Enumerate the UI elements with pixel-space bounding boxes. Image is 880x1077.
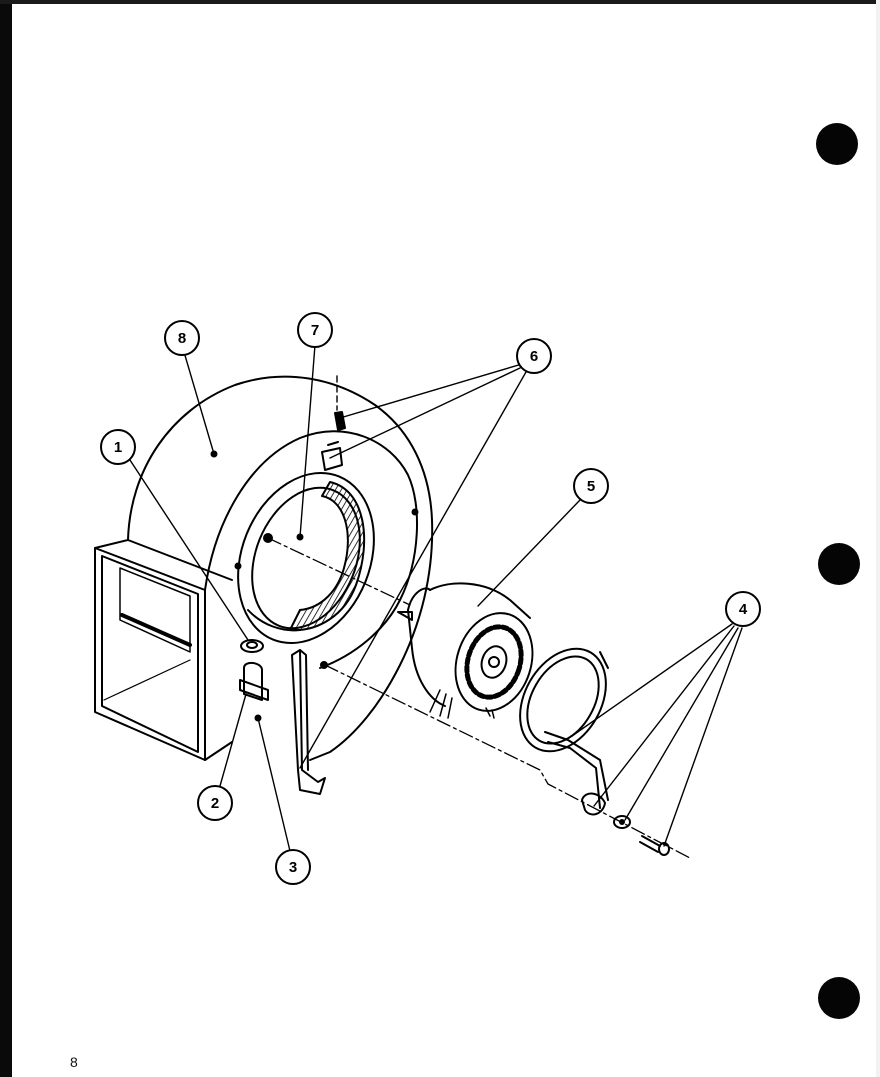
svg-text:4: 4 xyxy=(739,601,748,618)
svg-text:7: 7 xyxy=(311,322,319,339)
callout-8: 8 xyxy=(164,320,200,356)
svg-text:8: 8 xyxy=(178,330,186,347)
binder-hole-icon xyxy=(818,543,860,585)
binder-hole-icon xyxy=(818,977,860,1019)
motor-part xyxy=(397,582,534,719)
svg-text:5: 5 xyxy=(587,478,595,495)
svg-text:2: 2 xyxy=(211,795,219,812)
outlet-frame xyxy=(94,539,233,761)
scan-edge-right xyxy=(876,0,880,1077)
leader-lines xyxy=(127,344,743,852)
svg-text:1: 1 xyxy=(114,439,122,456)
callout-4: 4 xyxy=(725,591,761,627)
svg-text:6: 6 xyxy=(530,348,538,365)
grommet-part xyxy=(240,639,264,653)
callout-3: 3 xyxy=(275,849,311,885)
strap-part xyxy=(239,679,269,701)
centerlines xyxy=(267,537,691,859)
scan-edge-top xyxy=(0,0,880,4)
motor-mount-ring xyxy=(519,647,609,816)
washer-part xyxy=(613,815,631,829)
scan-edge-left xyxy=(0,0,12,1077)
callout-2: 2 xyxy=(197,785,233,821)
mounting-bracket xyxy=(291,649,326,795)
bolt-part xyxy=(639,835,661,853)
page-number: 8 xyxy=(70,1054,78,1070)
callout-7: 7 xyxy=(297,312,333,348)
callout-6: 6 xyxy=(516,338,552,374)
screw-part xyxy=(321,375,346,471)
svg-text:3: 3 xyxy=(289,859,297,876)
blower-housing xyxy=(127,375,434,761)
callout-1: 1 xyxy=(100,429,136,465)
callout-5: 5 xyxy=(573,468,609,504)
binder-hole-icon xyxy=(816,123,858,165)
